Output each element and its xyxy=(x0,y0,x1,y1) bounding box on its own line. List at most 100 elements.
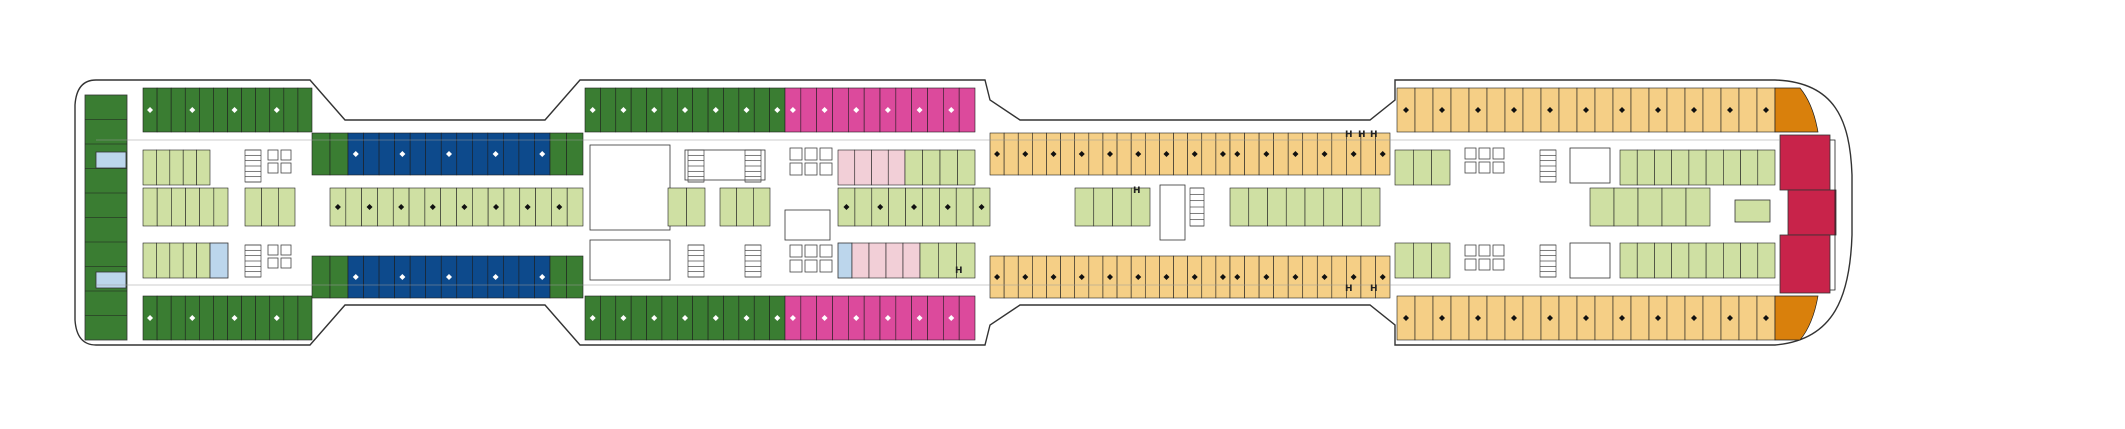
cabin-balcony-premium xyxy=(1630,295,1650,341)
cabin-inside xyxy=(1074,187,1095,227)
cabin-inside xyxy=(196,242,211,279)
diamond-marker xyxy=(948,315,955,321)
cabin-outer xyxy=(213,87,228,133)
diamond-marker xyxy=(1135,274,1142,280)
diamond-marker xyxy=(1547,315,1553,321)
stairs-icon xyxy=(687,149,705,183)
cabin-inside xyxy=(1734,199,1771,223)
cabin-outer xyxy=(630,295,647,341)
cabin-inside xyxy=(1285,187,1306,227)
cabin-inside xyxy=(1394,149,1414,186)
diamond-marker xyxy=(1475,315,1481,321)
elevator-icon xyxy=(804,259,818,273)
cabin-outer xyxy=(170,87,186,133)
diamond-marker xyxy=(446,274,452,280)
cabin-outer xyxy=(156,87,172,133)
diamond-marker xyxy=(1163,274,1170,280)
diamond-marker xyxy=(853,107,860,113)
diamond-marker xyxy=(994,274,1001,280)
cabin-inside-premium xyxy=(887,149,906,186)
cabin-inside xyxy=(667,187,687,227)
diamond-marker xyxy=(189,107,196,113)
stern-service xyxy=(95,151,127,169)
cabin-balcony-premium xyxy=(1522,295,1542,341)
diamond-marker xyxy=(461,204,468,210)
diamond-marker xyxy=(1022,274,1029,280)
cabin-inside xyxy=(1267,187,1287,227)
service-area xyxy=(1159,184,1186,241)
elevator-icon xyxy=(819,259,833,273)
diamond-marker xyxy=(1263,274,1270,280)
cabin-inside xyxy=(1688,149,1707,186)
cabin-outer xyxy=(241,295,256,341)
service-area xyxy=(684,149,766,181)
diamond-marker xyxy=(1379,274,1386,280)
cabin-inside xyxy=(1394,242,1414,279)
elevator-icon xyxy=(1492,147,1505,160)
cabin-balcony-premium xyxy=(1486,87,1506,133)
cabin-balcony-premium xyxy=(1244,255,1260,299)
cabin-suite-forward xyxy=(1774,87,1819,133)
cabin-inside xyxy=(919,242,939,279)
cabin-inside xyxy=(503,187,521,227)
cabin-outer xyxy=(566,255,584,299)
cabin-outer xyxy=(311,132,331,176)
cabin-balcony-premium xyxy=(1116,255,1132,299)
elevator-icon xyxy=(267,257,279,269)
elevator-icon xyxy=(1464,244,1477,257)
elevator-icon xyxy=(267,149,279,161)
diamond-marker xyxy=(1321,151,1328,157)
cabin-inside xyxy=(957,149,976,186)
stairs-icon xyxy=(244,149,262,183)
stairs-icon xyxy=(1539,244,1557,278)
cabin-balcony-premium xyxy=(1032,132,1047,176)
diamond-marker xyxy=(556,204,563,210)
cabin-balcony-premium xyxy=(1003,132,1019,176)
cabin-balcony-premium xyxy=(1003,255,1019,299)
public-area xyxy=(589,239,671,281)
diamond-marker xyxy=(774,107,781,113)
cabin-inside xyxy=(1229,187,1250,227)
cabin-inside xyxy=(1619,149,1638,186)
stairs-icon xyxy=(744,149,762,183)
cabin-balcony-premium xyxy=(1088,255,1104,299)
cabin-inside xyxy=(1757,149,1776,186)
diamond-marker xyxy=(712,107,719,113)
diamond-marker xyxy=(1050,274,1057,280)
cabin-outer xyxy=(630,87,647,133)
stairs-icon xyxy=(1539,149,1557,183)
cabin-balcony-premium xyxy=(1144,132,1160,176)
diamond-marker xyxy=(712,315,719,321)
cabin-inside xyxy=(566,187,584,227)
cabin-balcony xyxy=(472,255,489,299)
diamond-marker xyxy=(1078,274,1085,280)
diamond-marker xyxy=(231,315,238,321)
cabin-suite xyxy=(832,295,849,341)
diamond-marker xyxy=(1619,315,1625,321)
diamond-marker xyxy=(1219,274,1226,280)
cabin-balcony xyxy=(472,132,489,176)
cabin-balcony-premium xyxy=(1302,255,1318,299)
cabin-balcony-premium xyxy=(1666,295,1686,341)
cabin-inside xyxy=(922,149,941,186)
cabin-inside xyxy=(1654,242,1672,279)
diamond-marker xyxy=(1403,107,1409,113)
h-label: H xyxy=(1345,284,1353,294)
diamond-marker xyxy=(1511,107,1517,113)
elevator-icon xyxy=(280,162,292,174)
cabin-suite xyxy=(895,87,912,133)
elevator-icon xyxy=(1464,161,1477,174)
cabin-inside xyxy=(156,149,171,186)
cabin-outer xyxy=(692,295,709,341)
cabin-inside xyxy=(1723,149,1741,186)
cabin-inside xyxy=(261,187,279,227)
cabin-balcony xyxy=(425,132,442,176)
diamond-marker xyxy=(273,315,280,321)
cabin-inside xyxy=(1685,187,1711,227)
cabin-balcony xyxy=(409,255,426,299)
cabin-balcony-premium xyxy=(1522,87,1542,133)
diamond-marker xyxy=(743,107,750,113)
stern-service xyxy=(95,271,127,289)
cabin-outer xyxy=(283,87,299,133)
